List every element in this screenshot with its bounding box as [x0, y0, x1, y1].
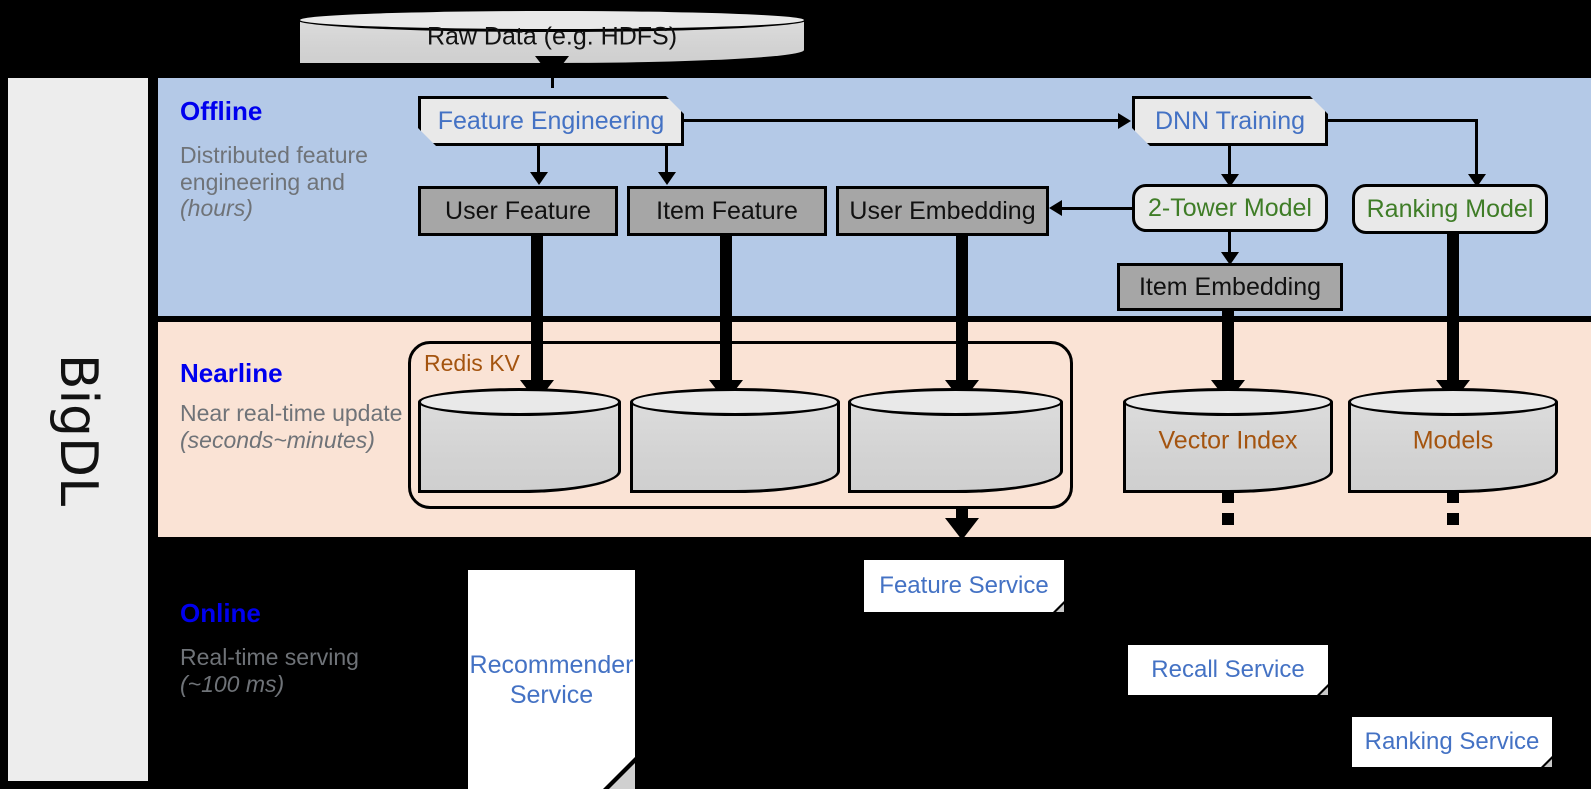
feature-engineering-node[interactable]: Feature Engineering: [418, 96, 684, 146]
arrowhead-twotower-to-userembedding: [1049, 200, 1062, 216]
connector-fe-to-userfeature: [537, 146, 540, 174]
cylinder-top: [418, 388, 621, 416]
page-fold-shade: [609, 763, 635, 789]
connector-dnn-to-ranking-h: [1328, 119, 1478, 122]
bigdl-label: BigDL: [48, 353, 109, 506]
nearline-stage-subtitle: Near real-time update (seconds~minutes): [180, 400, 415, 453]
bigdl-sidebar: BigDL: [8, 78, 148, 781]
ranking-service-label: Ranking Service: [1364, 727, 1540, 755]
cylinder-top: [1123, 388, 1333, 416]
arrowhead-fe-to-itemfeature: [658, 172, 676, 185]
user-feature-label: User Feature: [445, 196, 591, 225]
cylinder-top: [297, 8, 807, 32]
pipe-rankingmodel-to-models: [1447, 232, 1459, 388]
offline-subtitle-text: Distributed feature engineering and: [180, 142, 368, 195]
online-stage-subtitle: Real-time serving (~100 ms): [180, 644, 395, 697]
nearline-stage-title: Nearline: [180, 358, 283, 388]
pipe-userembedding-to-redis: [956, 236, 968, 388]
item-feature-store-cylinder[interactable]: [630, 388, 840, 493]
connector-fe-to-itemfeature: [665, 146, 668, 174]
item-feature-node[interactable]: Item Feature: [627, 186, 827, 236]
stub-redis-to-featureservice: [956, 506, 968, 518]
raw-data-label: Raw Data (e.g. HDFS): [426, 22, 678, 51]
pipe-userfeature-to-redis: [531, 236, 543, 388]
connector-twotower-to-itemembedding: [1228, 232, 1231, 260]
feature-engineering-label: Feature Engineering: [437, 106, 665, 135]
user-feature-store-cylinder[interactable]: [418, 388, 621, 493]
offline-subtitle-emphasis: (hours): [180, 195, 253, 222]
recommender-service-label: Recommender Service: [469, 650, 634, 709]
nearline-subtitle-text: Near real-time update: [180, 400, 403, 426]
pipe-itemembedding-to-vectorindex: [1222, 311, 1234, 388]
arrowhead-dnn-to-ranking: [1468, 174, 1486, 187]
arrowhead-dnn-to-twotower: [1221, 174, 1239, 187]
user-embedding-label: User Embedding: [849, 196, 1036, 225]
online-stage-title: Online: [180, 598, 261, 628]
online-subtitle-emphasis: (~100 ms): [180, 670, 285, 697]
user-feature-node[interactable]: User Feature: [418, 186, 618, 236]
page-fold-shade: [1056, 604, 1064, 612]
connector-fe-to-dnn: [684, 119, 1119, 122]
dnn-training-node[interactable]: DNN Training: [1132, 96, 1328, 146]
recall-service-node[interactable]: Recall Service: [1128, 645, 1328, 695]
ranking-service-node[interactable]: Ranking Service: [1352, 717, 1552, 767]
page-fold-shade: [1320, 687, 1328, 695]
cylinder-top: [1348, 388, 1558, 416]
models-cylinder[interactable]: Models: [1348, 388, 1558, 493]
pipe-itemfeature-to-redis: [720, 236, 732, 388]
page-fold-shade: [1544, 759, 1552, 767]
connector-twotower-to-userembedding: [1062, 207, 1134, 210]
recommender-service-node[interactable]: Recommender Service: [468, 570, 635, 789]
redis-kv-container[interactable]: [408, 341, 1073, 509]
offline-stage-subtitle: Distributed feature engineering and (hou…: [180, 142, 395, 222]
item-feature-label: Item Feature: [656, 196, 798, 225]
vector-index-cylinder[interactable]: Vector Index: [1123, 388, 1333, 493]
redis-kv-label: Redis KV: [424, 350, 520, 376]
connector-dnn-to-ranking-v: [1475, 119, 1478, 177]
stub-vector-index-a: [1222, 491, 1234, 503]
arrowhead-redis-to-featureservice: [945, 518, 979, 540]
arrowhead-twotower-to-itemembedding: [1221, 252, 1239, 265]
stub-vector-index-b: [1222, 513, 1234, 525]
stub-models-b: [1447, 513, 1459, 525]
feature-service-node[interactable]: Feature Service: [864, 560, 1064, 612]
ranking-model-node[interactable]: Ranking Model: [1352, 184, 1548, 234]
item-embedding-label: Item Embedding: [1138, 272, 1322, 301]
two-tower-model-node[interactable]: 2-Tower Model: [1132, 184, 1328, 232]
cylinder-body: [630, 402, 840, 493]
offline-stage-title: Offline: [180, 96, 263, 126]
two-tower-model-label: 2-Tower Model: [1148, 193, 1312, 222]
cylinder-body: [848, 402, 1063, 493]
vector-index-label: Vector Index: [1158, 426, 1298, 454]
arrowhead-fe-to-userfeature: [530, 172, 548, 185]
dnn-training-label: DNN Training: [1154, 106, 1306, 135]
recall-service-label: Recall Service: [1151, 655, 1305, 683]
models-label: Models: [1412, 426, 1494, 454]
user-embedding-node[interactable]: User Embedding: [836, 186, 1049, 236]
feature-service-label: Feature Service: [879, 571, 1049, 599]
stub-models-a: [1447, 491, 1459, 503]
cylinder-body: [418, 402, 621, 493]
cylinder-top: [848, 388, 1063, 416]
online-subtitle-text: Real-time serving: [180, 644, 359, 670]
arrowhead-fe-to-dnn: [1118, 113, 1131, 129]
cylinder-top: [630, 388, 840, 416]
connector-dnn-to-twotower: [1228, 146, 1231, 178]
user-embedding-store-cylinder[interactable]: [848, 388, 1063, 493]
arrowhead-rawdata-to-fe: [535, 56, 569, 78]
ranking-model-label: Ranking Model: [1366, 194, 1534, 223]
nearline-subtitle-emphasis: (seconds~minutes): [180, 426, 375, 453]
item-embedding-node[interactable]: Item Embedding: [1117, 263, 1343, 311]
